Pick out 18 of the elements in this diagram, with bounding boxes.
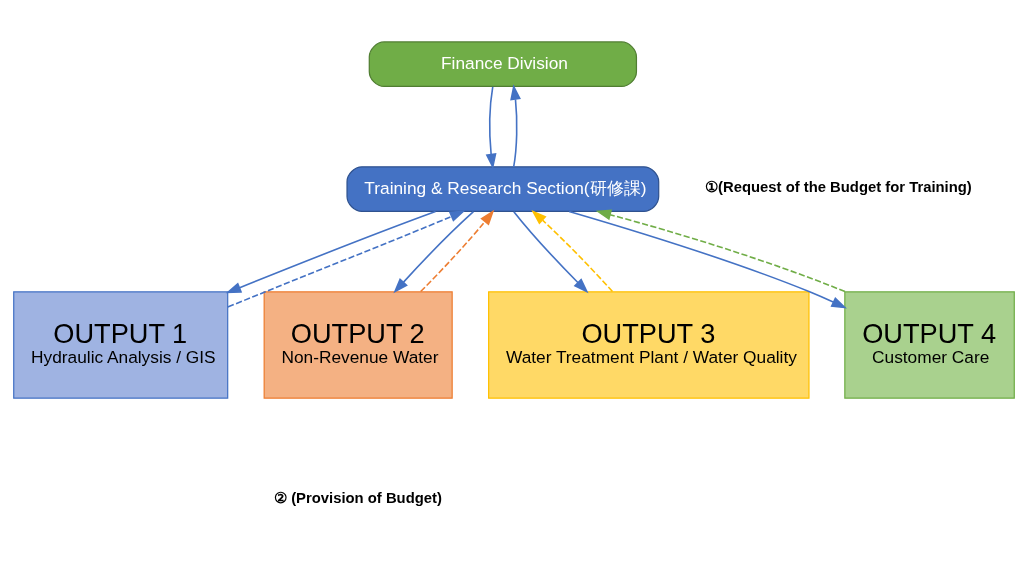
arrow bbox=[419, 209, 495, 293]
arrow bbox=[568, 210, 847, 309]
label: ② (Provision of Budget) bbox=[274, 490, 442, 507]
arrow bbox=[227, 210, 466, 308]
arrow bbox=[531, 210, 614, 293]
arrow bbox=[510, 84, 521, 168]
node-box: Finance Division bbox=[368, 41, 638, 88]
arrow bbox=[595, 209, 846, 293]
arrow bbox=[485, 85, 497, 170]
node-box: OUTPUT 1 Hydraulic Analysis / GIS bbox=[13, 291, 229, 399]
arrow bbox=[393, 210, 475, 294]
arrow bbox=[225, 210, 437, 294]
arrow bbox=[513, 210, 589, 294]
node-box: OUTPUT 4 Customer Care bbox=[844, 291, 1015, 399]
node-box: OUTPUT 2 Non-Revenue Water bbox=[263, 291, 453, 399]
node-box: Training & Research Section(研修課) bbox=[346, 166, 660, 212]
node-box: OUTPUT 3 Water Treatment Plant / Water Quality bbox=[488, 291, 810, 399]
label: ①(Request of the Budget for Training) bbox=[705, 178, 972, 195]
